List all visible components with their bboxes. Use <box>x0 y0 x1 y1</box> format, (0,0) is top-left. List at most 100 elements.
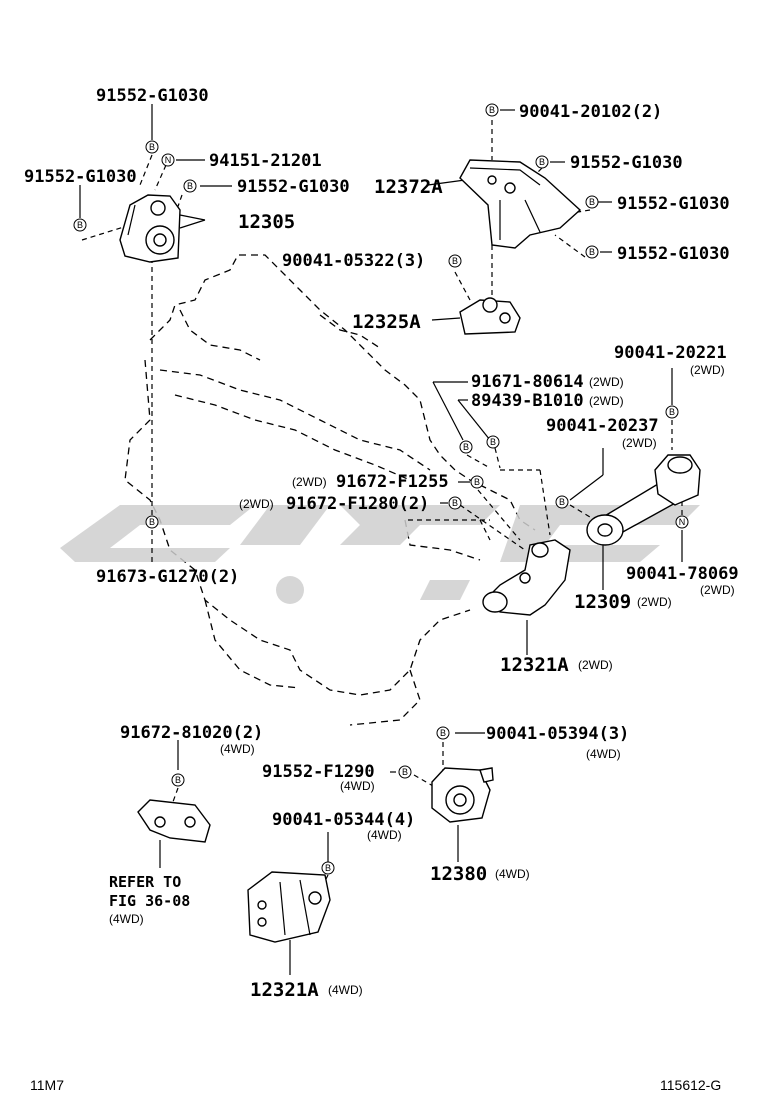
bolt-marker: B <box>321 861 335 875</box>
label-91671-80614: 91671-80614 <box>471 372 584 392</box>
note-4wd: (4WD) <box>495 867 530 881</box>
label-91552-g1030-r3: 91552-G1030 <box>617 244 730 264</box>
label-12305: 12305 <box>238 211 295 233</box>
label-91552-g1030-left: 91552-G1030 <box>24 167 137 187</box>
bolt-marker: B <box>145 140 159 154</box>
note-4wd: (4WD) <box>328 983 363 997</box>
label-91552-g1030-mid: 91552-G1030 <box>237 177 350 197</box>
label-91673-g1270: 91673-G1270(2) <box>96 567 239 587</box>
note-2wd: (2WD) <box>589 394 624 408</box>
label-91672-f1255: 91672-F1255 <box>336 472 449 492</box>
part-labels: 91552-G1030 94151-21201 91552-G1030 9155… <box>24 86 739 1001</box>
label-12321a-4wd: 12321A <box>250 979 319 1001</box>
label-12380: 12380 <box>430 863 487 885</box>
label-90041-05344: 90041-05344(4) <box>272 810 415 830</box>
bolt-marker: B <box>171 773 185 787</box>
bolt-marker: B <box>486 435 500 449</box>
bolt-marker: B <box>665 405 679 419</box>
bolt-marker: B <box>145 515 159 529</box>
svg-text:B: B <box>149 142 155 152</box>
svg-text:B: B <box>669 407 675 417</box>
bolt-marker: B <box>485 103 499 117</box>
label-12325a: 12325A <box>352 311 421 333</box>
label-90041-78069: 90041-78069 <box>626 564 739 584</box>
part-12305-bracket <box>119 194 181 263</box>
bolt-marker: B <box>183 179 197 193</box>
footer-code-left: 11M7 <box>30 1077 64 1093</box>
bolt-marker: B <box>448 254 462 268</box>
svg-text:B: B <box>490 437 496 447</box>
label-12309: 12309 <box>574 591 631 613</box>
label-91552-g1030-r2: 91552-G1030 <box>617 194 730 214</box>
note-4wd: (4WD) <box>586 747 621 761</box>
label-90041-05394: 90041-05394(3) <box>486 724 629 744</box>
bolt-marker: B <box>436 726 450 740</box>
note-4wd: (4WD) <box>367 828 402 842</box>
part-4wd-bracket-small <box>137 799 211 843</box>
label-90041-20221: 90041-20221 <box>614 343 727 363</box>
label-91672-81020: 91672-81020(2) <box>120 723 263 743</box>
part-12325a-mount <box>459 297 521 335</box>
bolt-marker: B <box>555 495 569 509</box>
label-89439-b1010: 89439-B1010 <box>471 391 584 411</box>
note-2wd: (2WD) <box>292 475 327 489</box>
refer-to-line1: REFER TO <box>109 873 181 891</box>
nut-marker: N <box>675 515 689 529</box>
label-91552-f1290: 91552-F1290 <box>262 762 375 782</box>
svg-text:B: B <box>463 442 469 452</box>
note-2wd: (2WD) <box>690 363 725 377</box>
label-94151-21201: 94151-21201 <box>209 151 322 171</box>
refer-to-line2: FIG 36-08 <box>109 892 190 910</box>
bolt-marker: B <box>585 245 599 259</box>
note-2wd: (2WD) <box>589 375 624 389</box>
footer-code-right: 115612-G <box>660 1077 721 1093</box>
bolt-marker: B <box>470 475 484 489</box>
svg-text:B: B <box>589 247 595 257</box>
part-12309-torque-rod <box>586 454 701 546</box>
bolt-marker: B <box>448 496 462 510</box>
bolt-marker: B <box>535 155 549 169</box>
svg-text:B: B <box>589 197 595 207</box>
svg-text:B: B <box>452 256 458 266</box>
svg-text:N: N <box>679 517 686 527</box>
part-12321a-2wd-bracket <box>482 539 571 616</box>
part-12380-mount <box>431 767 494 823</box>
label-91552-g1030-r1: 91552-G1030 <box>570 153 683 173</box>
svg-text:B: B <box>402 767 408 777</box>
label-91672-f1280: 91672-F1280(2) <box>286 494 429 514</box>
nut-marker: N <box>161 153 175 167</box>
svg-text:B: B <box>559 497 565 507</box>
label-91552-g1030-top: 91552-G1030 <box>96 86 209 106</box>
svg-text:B: B <box>325 863 331 873</box>
note-2wd: (2WD) <box>578 658 613 672</box>
bolt-markers: B N B B B B B B B B B B B B B B N B B B … <box>73 103 689 875</box>
note-2wd: (2WD) <box>239 497 274 511</box>
leader-lines <box>79 104 683 975</box>
note-4wd: (4WD) <box>340 779 375 793</box>
svg-text:B: B <box>539 157 545 167</box>
note-4wd: (4WD) <box>109 912 144 926</box>
label-90041-20237: 90041-20237 <box>546 416 659 436</box>
part-12321a-4wd-bracket <box>247 871 331 943</box>
bolt-marker: B <box>73 218 87 232</box>
svg-text:B: B <box>149 517 155 527</box>
note-4wd: (4WD) <box>220 742 255 756</box>
svg-text:B: B <box>187 181 193 191</box>
note-2wd: (2WD) <box>622 436 657 450</box>
svg-text:B: B <box>440 728 446 738</box>
bolt-marker: B <box>398 765 412 779</box>
label-90041-05322: 90041-05322(3) <box>282 251 425 271</box>
label-12321a-2wd: 12321A <box>500 654 569 676</box>
label-12372a: 12372A <box>374 176 443 198</box>
label-90041-20102: 90041-20102(2) <box>519 102 662 122</box>
engine-outline <box>124 254 536 726</box>
svg-text:B: B <box>489 105 495 115</box>
note-2wd: (2WD) <box>700 583 735 597</box>
note-2wd: (2WD) <box>637 595 672 609</box>
svg-text:N: N <box>165 155 172 165</box>
bolt-marker: B <box>585 195 599 209</box>
svg-text:B: B <box>77 220 83 230</box>
part-12372a-bracket <box>459 159 582 249</box>
svg-text:B: B <box>474 477 480 487</box>
